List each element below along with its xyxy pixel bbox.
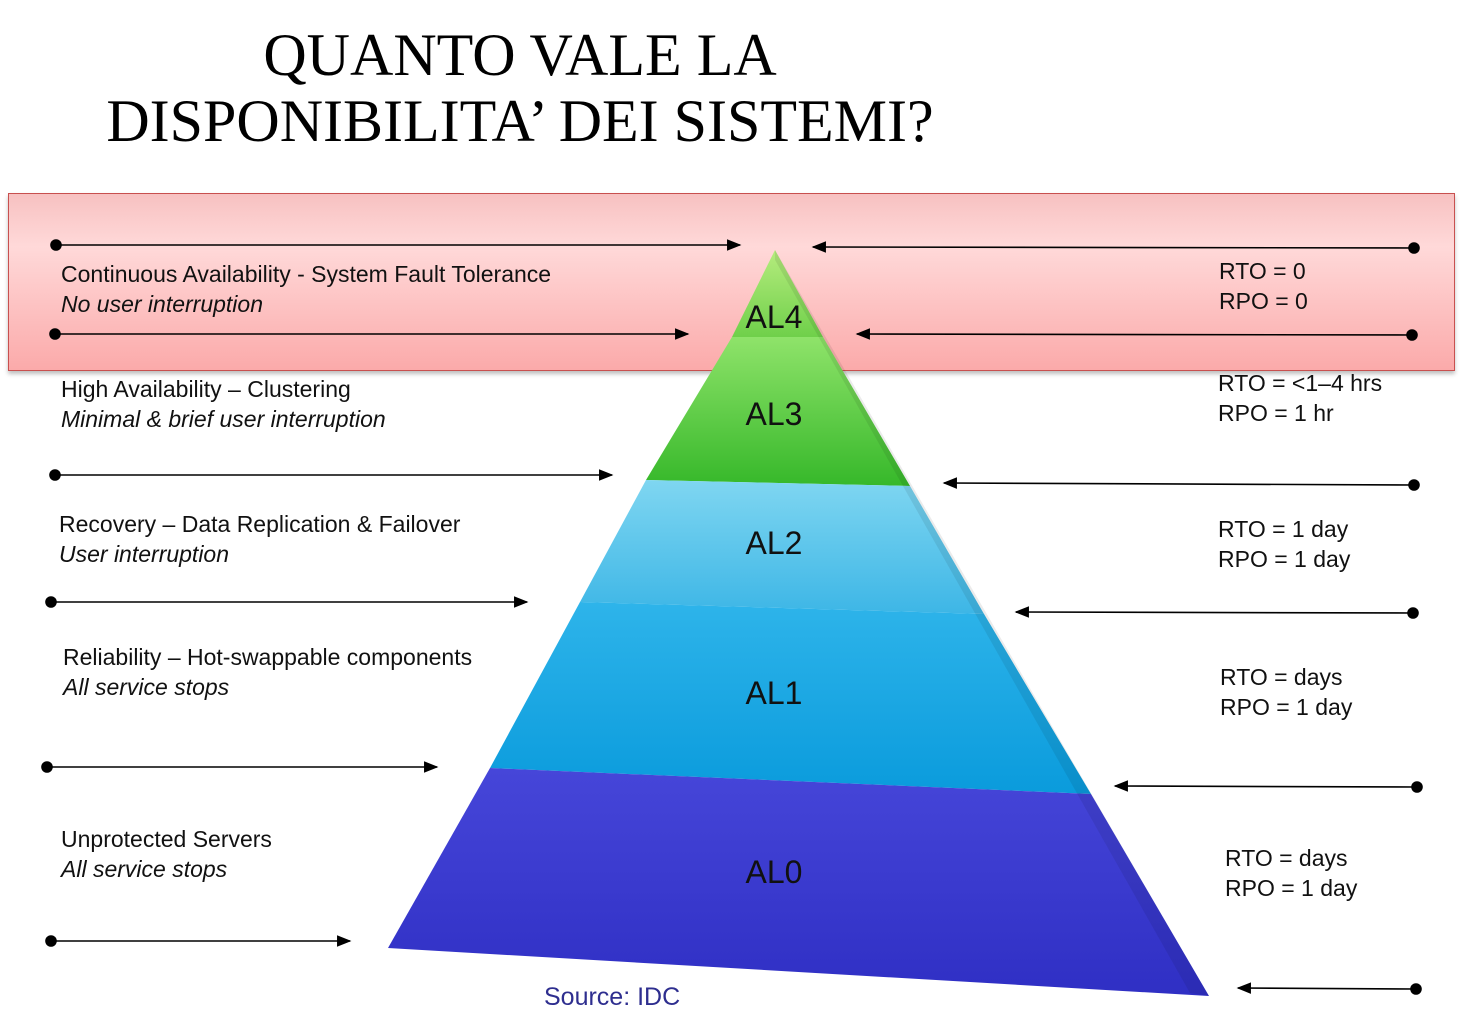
rpo-value: RPO = 1 day [1220, 694, 1353, 720]
right-boundary-arrows [811, 241, 1423, 995]
right-arrow [855, 328, 1413, 340]
level-description-al2: Recovery – Data Replication & Failover U… [59, 509, 460, 569]
pyramid-tier-al0 [388, 768, 1209, 996]
tier-label-al4: AL4 [746, 299, 803, 335]
level-name: Reliability – Hot-swappable components [63, 644, 473, 670]
rpo-value: RPO = 1 day [1225, 875, 1358, 901]
level-description-al1: Reliability – Hot-swappable components A… [63, 642, 472, 702]
rto-value: RTO = 0 [1219, 258, 1306, 284]
tier-label-al2: AL2 [746, 525, 803, 561]
pyramid-tier-al1 [490, 602, 1091, 794]
title-line-1: QUANTO VALE LA [263, 22, 777, 88]
slide-title: QUANTO VALE LA DISPONIBILITA’ DEI SISTEM… [40, 22, 1000, 154]
rpo-value: RPO = 1 hr [1218, 400, 1334, 426]
level-name: Recovery – Data Replication & Failover [59, 511, 461, 537]
left-boundary-arrows [41, 239, 742, 947]
rpo-value: RPO = 1 day [1218, 546, 1351, 572]
level-name: Unprotected Servers [61, 826, 272, 852]
level-impact: All service stops [63, 674, 230, 700]
level-impact: No user interruption [61, 291, 263, 317]
level-impact: All service stops [61, 856, 228, 882]
level-description-al0: Unprotected Servers All service stops [61, 824, 272, 884]
level-name: High Availability – Clustering [61, 376, 351, 402]
rto-value: RTO = <1–4 hrs [1218, 370, 1383, 396]
right-arrow [942, 477, 1415, 489]
level-description-al3: High Availability – Clustering Minimal &… [61, 374, 386, 434]
right-arrow [1014, 606, 1414, 618]
pyramid-shade-right [775, 250, 1209, 996]
level-impact: Minimal & brief user interruption [61, 406, 386, 432]
metrics-al2: RTO = 1 day RPO = 1 day [1218, 514, 1350, 574]
pyramid-tier-al2 [580, 480, 984, 614]
level-impact: User interruption [59, 541, 230, 567]
right-arrow [1113, 780, 1418, 792]
level-name: Continuous Availability - System Fault T… [61, 261, 552, 287]
level-description-al4: Continuous Availability - System Fault T… [61, 259, 551, 319]
tier-label-al1: AL1 [746, 675, 803, 711]
right-arrow [811, 241, 1415, 253]
tier-label-al3: AL3 [746, 396, 803, 432]
rto-value: RTO = 1 day [1218, 516, 1349, 542]
rto-value: RTO = days [1225, 845, 1348, 871]
rto-value: RTO = days [1220, 664, 1343, 690]
metrics-al1: RTO = days RPO = 1 day [1220, 662, 1352, 722]
source-credit: Source: IDC [544, 983, 681, 1011]
rpo-value: RPO = 0 [1219, 288, 1308, 314]
right-arrow [1236, 982, 1417, 994]
metrics-al0: RTO = days RPO = 1 day [1225, 843, 1357, 903]
title-line-2: DISPONIBILITA’ DEI SISTEMI? [106, 88, 934, 154]
pyramid-tier-al4 [732, 250, 823, 337]
metrics-al4: RTO = 0 RPO = 0 [1219, 256, 1308, 316]
metrics-al3: RTO = <1–4 hrs RPO = 1 hr [1218, 368, 1382, 428]
pyramid-tier-al3 [646, 337, 910, 486]
tier-label-al0: AL0 [746, 854, 803, 890]
